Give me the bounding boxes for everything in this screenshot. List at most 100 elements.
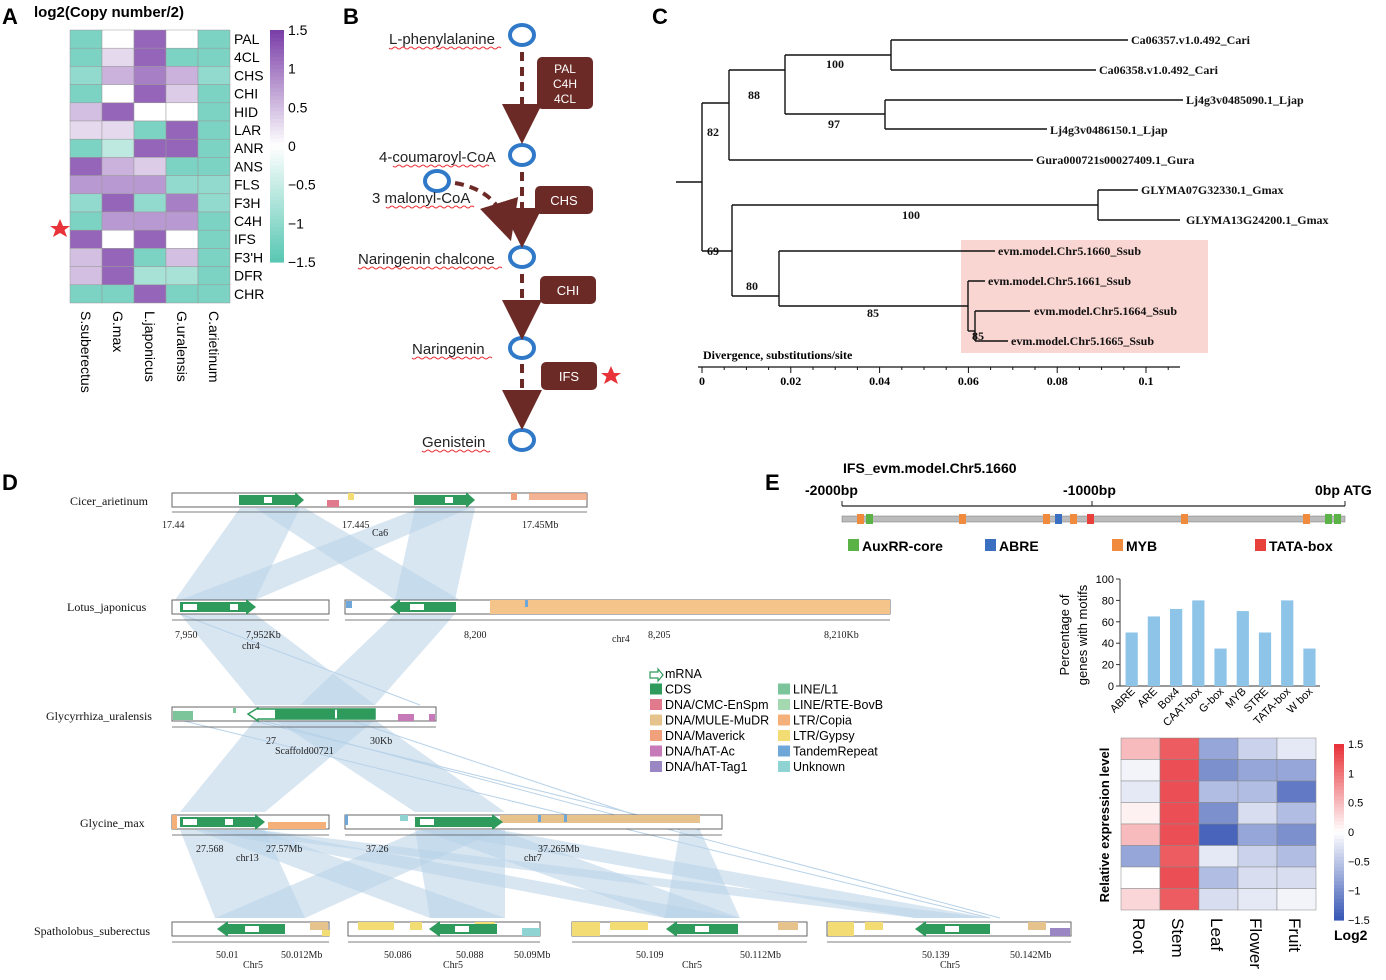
heatmap-a-row-label: IFS [234, 231, 256, 247]
chrom-chr4-b: chr4 [612, 634, 630, 645]
mrna-arrow-icon [180, 814, 265, 830]
tree-axis-tick: 0.06 [958, 374, 979, 388]
expr-colorbar-step [1334, 842, 1344, 847]
colorbar-a-step [270, 153, 284, 159]
colorbar-a-step [270, 126, 284, 132]
expr-cell [1120, 845, 1161, 868]
colorbar-a-step [270, 99, 284, 105]
heatmap-a-cell [197, 120, 231, 140]
bar-xtick: ARE [1135, 686, 1159, 710]
expr-colorbar-step [1334, 839, 1344, 844]
heatmap-a-cell [101, 84, 135, 104]
bootstrap-69: 69 [707, 244, 719, 258]
heatmap-a-cell [101, 284, 135, 304]
compound-malonyl: 3 malonyl-CoA [372, 190, 470, 207]
chrom-scaffold: Scaffold00721 [275, 746, 334, 757]
heatmap-a-cell [197, 84, 231, 104]
promoter-motifs [857, 514, 1341, 524]
heatmap-a-cell [165, 284, 199, 304]
expr-colorbar-tick: −1 [1348, 886, 1361, 898]
expr-cell [1237, 866, 1278, 889]
expr-colorbar-tick: 1 [1348, 768, 1354, 780]
tree-axis-title: Divergence, substitutions/site [703, 348, 853, 362]
bar-myb [1236, 611, 1249, 686]
tick-50109: 50.109 [636, 950, 664, 961]
tick-7952: 7,952Kb [246, 630, 281, 641]
heatmap-a-cell [101, 29, 135, 49]
colorbar-a-step [270, 231, 284, 236]
expr-cell [1237, 759, 1278, 782]
legend-label: DNA/CMC-EnSpm [665, 698, 769, 712]
expr-col-label: Fruit [1285, 918, 1304, 952]
bar-tata-box [1281, 600, 1294, 686]
expr-colorbar-step [1334, 800, 1344, 805]
expr-colorbar-step [1334, 832, 1344, 837]
heatmap-a-colorbar: 1.510.50−0.5−1−1.5 [270, 22, 316, 270]
heatmap-a-cell [69, 229, 103, 249]
colorbar-a-step [270, 196, 284, 201]
expr-colorbar-tick: 0.5 [1348, 798, 1363, 810]
panel-letter-d: D [2, 470, 18, 495]
expr-ylabel: Relative expression level [1097, 748, 1112, 903]
heatmap-a-cell [133, 102, 167, 122]
legend-swatch [650, 714, 662, 726]
heatmap-a-col-label: G.max [110, 311, 126, 352]
colorbar-a-step [270, 118, 284, 124]
expr-colorbar-step [1334, 835, 1344, 840]
te-legend: mRNACDSDNA/CMC-EnSpmDNA/MULE-MuDRDNA/Mav… [649, 667, 883, 774]
heatmap-a-col-label: L.japonicus [142, 311, 158, 382]
node-naringenin [508, 336, 536, 360]
enzyme-ifs: IFS [559, 369, 580, 384]
compound-genistein: Genistein [422, 434, 485, 451]
heatmap-a-cell [197, 211, 231, 231]
colorbar-a-step [270, 41, 284, 47]
enzyme-box-chi [540, 276, 596, 304]
chrom-chr4-a: chr4 [242, 641, 260, 652]
colorbar-a-step [270, 242, 284, 248]
expr-colorbar-step [1334, 779, 1344, 784]
heatmap-a-cell [165, 193, 199, 213]
expr-colorbar-step [1334, 789, 1344, 794]
expr-col-label: Flower [1246, 918, 1265, 969]
expr-colorbar-step [1334, 744, 1344, 749]
tick-7950: 7,950 [175, 630, 198, 641]
expr-colorbar-step [1334, 891, 1344, 896]
heatmap-a-cell [69, 211, 103, 231]
legend-label: TandemRepeat [793, 745, 878, 759]
heatmap-a-row-label: FLS [234, 177, 260, 193]
enzyme-pal: PAL [554, 62, 576, 76]
colorbar-a-step [270, 107, 284, 112]
spellcheck-underlines [357, 46, 503, 453]
node-phenylalanine [508, 23, 536, 47]
taxon-3: Lj4g3v0485090.1_Ljap [1186, 93, 1304, 107]
bar-ytick: 0 [1108, 681, 1114, 693]
colorbar-a-step [270, 115, 284, 120]
colorbar-a-tick: 1 [288, 61, 296, 77]
heatmap-a-cell [197, 102, 231, 122]
expr-colorbar-step [1334, 814, 1344, 819]
expression-colorbar: 1.510.50−0.5−1−1.5 [1334, 739, 1370, 927]
expr-scale-label: Log2 [1334, 927, 1368, 943]
expr-colorbar-step [1334, 884, 1344, 889]
legend-label: DNA/Maverick [665, 729, 746, 743]
colorbar-a-step [270, 176, 284, 182]
heatmap-a-cell [101, 102, 135, 122]
colorbar-a-tick: −1.5 [288, 254, 316, 270]
bar-abre [1125, 632, 1138, 686]
legend-swatch [650, 730, 662, 741]
heatmap-a-col-label: G.uralensis [174, 311, 190, 382]
expr-colorbar-step [1334, 761, 1344, 766]
taxon-10: evm.model.Chr5.1664_Ssub [1034, 304, 1177, 318]
colorbar-a-step [270, 33, 284, 39]
bootstrap-85b: 85 [972, 329, 984, 343]
heatmap-a-cell [101, 157, 135, 176]
colorbar-a-step [270, 157, 284, 163]
colorbar-a-step [270, 223, 284, 228]
heatmap-a-cell [165, 175, 199, 195]
tree-branches [676, 39, 1183, 342]
panel-e: E IFS_evm.model.Chr5.1660 -2000bp -1000b… [765, 460, 1372, 969]
expr-cell [1120, 737, 1161, 760]
panel-d: D C [2, 470, 1072, 971]
expr-colorbar-step [1334, 772, 1344, 777]
